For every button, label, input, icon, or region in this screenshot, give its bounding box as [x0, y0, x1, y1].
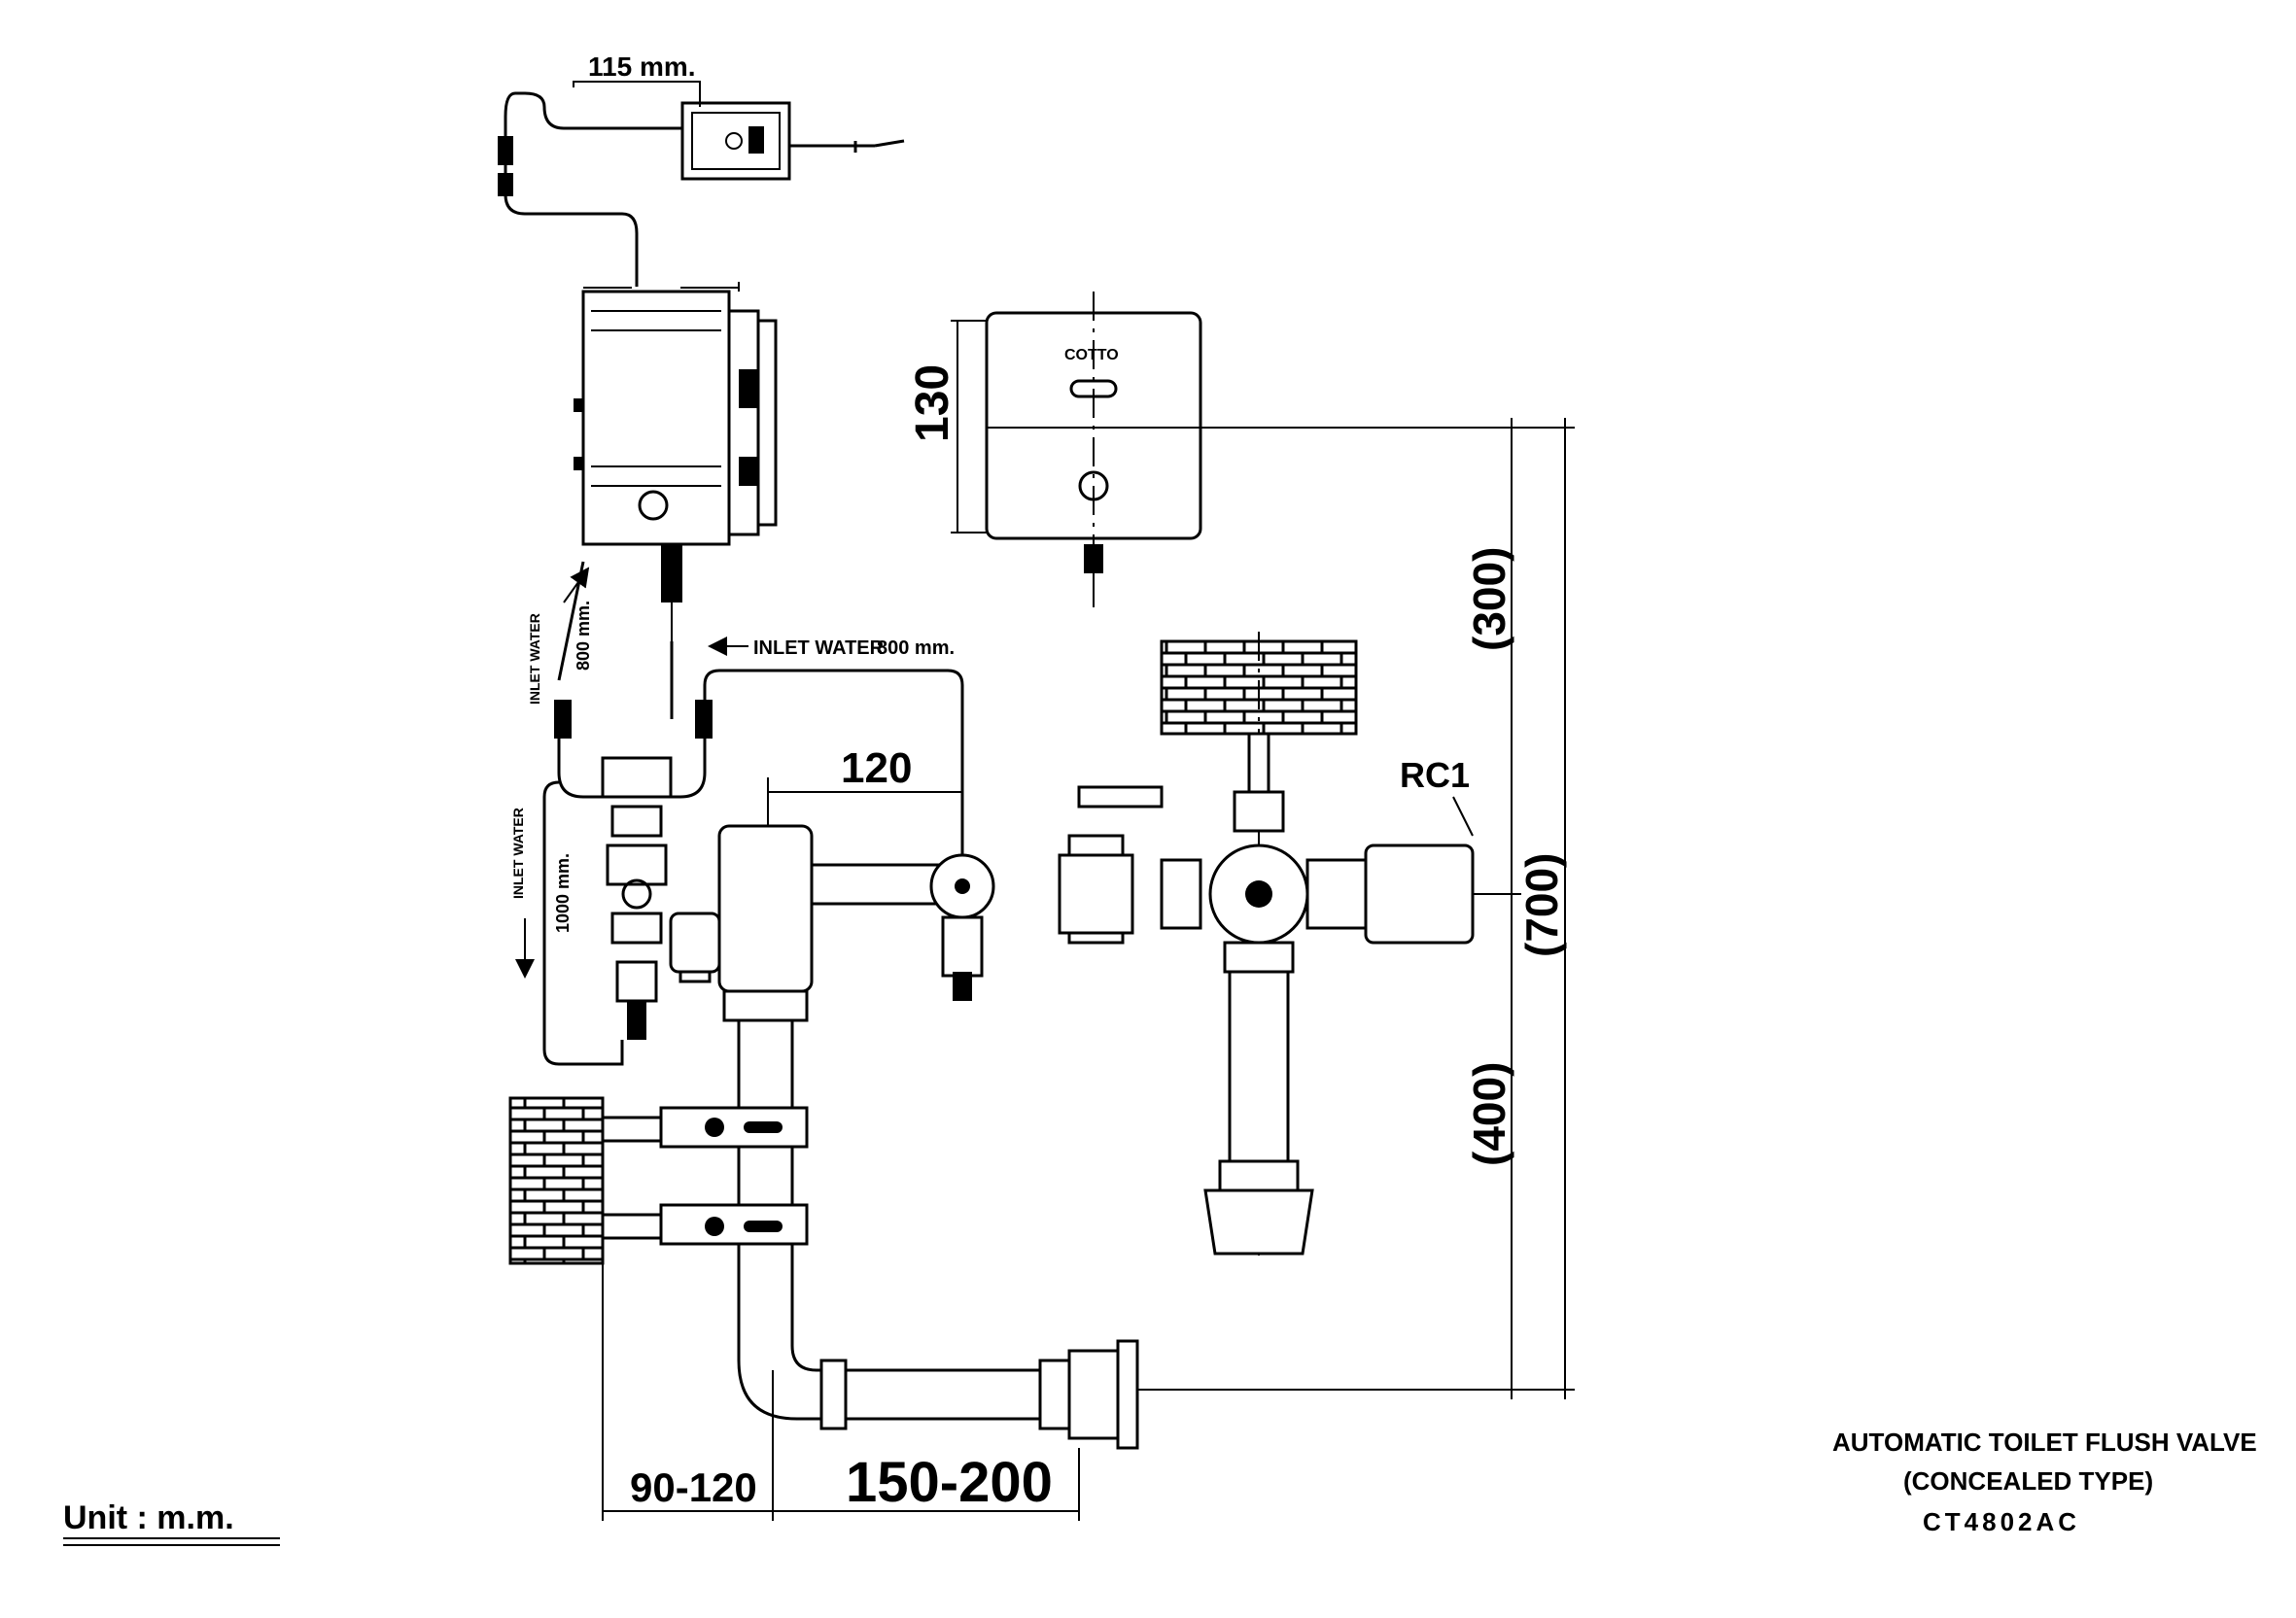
inlet-water-label-2: INLET WATER	[510, 808, 526, 899]
unit-label: Unit : m.m.	[63, 1499, 234, 1536]
model-number: CT4802AC	[1923, 1507, 2080, 1536]
flush-valve-front-view	[1058, 732, 1475, 1256]
concealed-valve-body-side	[574, 282, 778, 641]
dim-120: 120	[841, 744, 912, 792]
title-line-2: (CONCEALED TYPE)	[1903, 1466, 2153, 1496]
dim-130: 130	[907, 364, 958, 442]
rc1-label: RC1	[1400, 755, 1470, 795]
cable-length-label: 115 mm.	[588, 52, 696, 82]
dim-400: (400)	[1464, 1062, 1514, 1166]
cable-length-dimension: 115 mm.	[573, 52, 701, 107]
hose-800-label-b: 800 mm.	[877, 637, 955, 659]
front-cover-plate: COTTO	[985, 292, 1202, 607]
hose-800-label-a: 800 mm.	[574, 601, 593, 671]
wall-brick-left	[508, 1096, 605, 1265]
flush-pipe-bend	[737, 1244, 1139, 1450]
sensor-cable	[498, 91, 639, 287]
dim-90-120: 90-120	[630, 1464, 757, 1510]
hose-1000-label: 1000 mm.	[553, 853, 573, 933]
sensor-control-box	[622, 101, 905, 181]
wall-valves	[601, 1106, 809, 1246]
dim-150-200: 150-200	[846, 1451, 1053, 1514]
inlet-water-label-3: INLET WATER	[753, 637, 885, 659]
dim-700: (700)	[1516, 853, 1567, 957]
bottom-dimensions: 90-120 150-200	[602, 1263, 1080, 1521]
vertical-dimensions: (300) (700) (400)	[1137, 418, 1575, 1399]
brand-mark: COTTO	[1064, 347, 1119, 363]
inlet-water-label-1: INLET WATER	[527, 613, 542, 705]
title-block: AUTOMATIC TOILET FLUSH VALVE (CONCEALED …	[1832, 1428, 2257, 1536]
height-130-dimension: 130	[907, 320, 987, 534]
title-line-1: AUTOMATIC TOILET FLUSH VALVE	[1832, 1428, 2257, 1457]
dim-300: (300)	[1464, 547, 1514, 651]
flush-valve-side-view	[669, 824, 995, 1246]
unit-note: Unit : m.m.	[63, 1499, 280, 1546]
stop-valve-assembly	[601, 756, 712, 1040]
rc1-callout: RC1	[1400, 755, 1474, 837]
width-120-dimension: 120	[767, 744, 963, 845]
inlet-water-labels: INLET WATER INLET WATER INLET WATER 800 …	[510, 567, 955, 979]
